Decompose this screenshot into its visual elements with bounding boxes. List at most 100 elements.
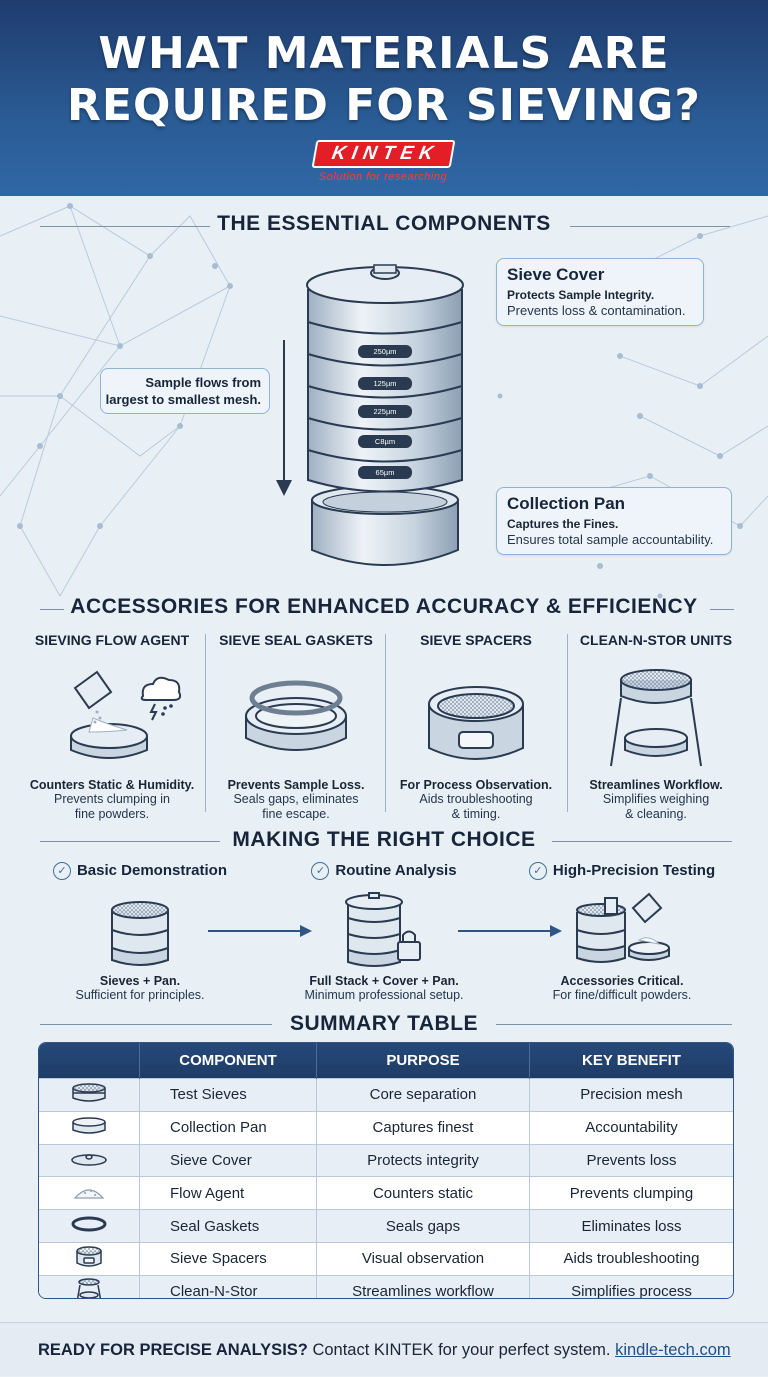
sieve-label-1: 250µm: [373, 347, 396, 356]
title-line-2: REQUIRED FOR SIEVING?: [67, 80, 701, 131]
accessory-flow-agent: SIEVING FLOW AGENT Counters Static & Hum…: [22, 632, 202, 822]
accessory-desc-1: Simplifies weighing: [602, 792, 710, 806]
logo-tagline: Solution for researching: [318, 171, 448, 183]
flow-agent-icon: [39, 1176, 140, 1210]
accessories-stack-icon: [512, 890, 732, 970]
purpose-cell: Visual observation: [316, 1241, 530, 1276]
footer-cta: READY FOR PRECISE ANALYSIS? Contact KINT…: [0, 1322, 768, 1376]
accessory-title: SIEVING FLOW AGENT: [34, 632, 190, 648]
summary-table: COMPONENT PURPOSE KEY BENEFIT Test Sieve…: [38, 1042, 734, 1299]
full-stack-lock-icon: [274, 890, 494, 970]
collection-pan-callout: Collection Pan Captures the Fines. Ensur…: [496, 487, 732, 555]
accessory-subtitle: Counters Static & Humidity.: [29, 778, 195, 792]
right-arrow-icon: [208, 925, 312, 937]
down-arrow-icon: [276, 340, 292, 496]
component-cell: Sieve Spacers: [139, 1241, 317, 1276]
choice-subtitle: Full Stack + Cover + Pan.: [309, 974, 459, 988]
accessory-subtitle: Prevents Sample Loss.: [227, 778, 365, 792]
kintek-logo: KINTEK Solution for researching: [298, 140, 468, 190]
sieve-cover-icon: [39, 1143, 140, 1177]
accessory-subtitle: For Process Observation.: [399, 778, 553, 792]
seal-gasket-icon: [39, 1209, 140, 1243]
benefit-column-header: KEY BENEFIT: [529, 1043, 733, 1079]
benefit-cell: Accountability: [529, 1110, 733, 1145]
benefit-cell: Aids troubleshooting: [529, 1241, 733, 1276]
accessory-clean-n-stor: CLEAN-N-STOR UNITS Streamlines Workflow.…: [566, 632, 746, 822]
accessory-desc-2: fine escape.: [262, 807, 330, 821]
accessory-title: SIEVE SEAL GASKETS: [219, 632, 373, 648]
sample-flow-note: Sample flows from largest to smallest me…: [100, 368, 270, 414]
purpose-cell: Seals gaps: [316, 1209, 530, 1243]
accessory-desc-2: & cleaning.: [625, 807, 687, 821]
accessory-seal-gaskets: SIEVE SEAL GASKETS Prevents Sample Loss.…: [206, 632, 386, 822]
sieve-stack-illustration: 250µm 125µm 225µm C8µm 65µm: [306, 264, 464, 566]
section-title-essential: THE ESSENTIAL COMPONENTS: [40, 212, 728, 236]
flow-agent-icon: [22, 658, 202, 774]
benefit-cell: Prevents loss: [529, 1143, 733, 1177]
table-row: Flow Agent Counters static Prevents clum…: [39, 1176, 733, 1210]
choice-routine: ✓ Routine Analysis Full Stack + Cover + P…: [274, 862, 494, 1002]
table-row: Seal Gaskets Seals gaps Eliminates loss: [39, 1209, 733, 1243]
accessory-title: SIEVE SPACERS: [420, 632, 532, 648]
sieve-label-4: C8µm: [375, 437, 395, 446]
table-row: Sieve Spacers Visual observation Aids tr…: [39, 1241, 733, 1276]
checkmark-icon: ✓: [52, 862, 71, 880]
clean-n-stor-icon: [39, 1274, 140, 1298]
benefit-cell: Simplifies process: [529, 1274, 733, 1298]
component-cell: Test Sieves: [139, 1078, 317, 1112]
table-header-row: COMPONENT PURPOSE KEY BENEFIT: [39, 1043, 733, 1079]
footer-text: Contact KINTEK for your perfect system.: [312, 1341, 611, 1359]
purpose-cell: Streamlines workflow: [316, 1274, 530, 1298]
benefit-cell: Eliminates loss: [529, 1209, 733, 1243]
choice-title: Basic Demonstration: [76, 862, 228, 879]
choice-subtitle: Accessories Critical.: [560, 974, 684, 988]
accessory-desc-1: Seals gaps, eliminates: [233, 792, 359, 806]
spacer-icon: [386, 658, 566, 774]
right-arrow-icon: [458, 925, 562, 937]
accessory-sieve-spacers: SIEVE SPACERS For Process Observation. A…: [386, 632, 566, 822]
table-row: Sieve Cover Protects integrity Prevents …: [39, 1143, 733, 1177]
section-title-choice: MAKING THE RIGHT CHOICE: [40, 828, 728, 852]
accessory-subtitle: Streamlines Workflow.: [589, 778, 723, 792]
purpose-cell: Core separation: [316, 1078, 530, 1112]
test-sieve-icon: [39, 1078, 140, 1112]
component-cell: Sieve Cover: [139, 1143, 317, 1177]
callout-subtitle: Protects Sample Integrity.: [507, 288, 655, 302]
sieve-cover-callout: Sieve Cover Protects Sample Integrity. P…: [496, 258, 704, 326]
clean-n-stor-icon: [566, 658, 746, 774]
title-line-1: WHAT MATERIALS ARE: [98, 28, 670, 79]
component-cell: Flow Agent: [139, 1176, 317, 1210]
choice-title: High-Precision Testing: [552, 862, 716, 879]
choice-desc: Sufficient for principles.: [75, 988, 205, 1002]
sieve-label-3: 225µm: [373, 407, 396, 416]
sieve-label-5: 65µm: [376, 468, 395, 477]
component-cell: Clean-N-Stor: [139, 1274, 317, 1298]
checkmark-icon: ✓: [528, 862, 547, 880]
section-title-summary: SUMMARY TABLE: [40, 1012, 728, 1036]
website-link[interactable]: kindle-tech.com: [615, 1341, 731, 1359]
footer-cta-heading: READY FOR PRECISE ANALYSIS?: [38, 1341, 308, 1359]
benefit-cell: Prevents clumping: [529, 1176, 733, 1210]
benefit-cell: Precision mesh: [529, 1078, 733, 1112]
icon-column-header: [39, 1043, 140, 1079]
callout-desc: Prevents loss & contamination.: [507, 303, 686, 318]
accessory-desc-2: fine powders.: [74, 807, 150, 821]
purpose-cell: Counters static: [316, 1176, 530, 1210]
component-column-header: COMPONENT: [139, 1043, 317, 1079]
choice-desc: Minimum professional setup.: [304, 988, 464, 1002]
accessory-desc-2: & timing.: [451, 807, 501, 821]
table-row: Clean-N-Stor Streamlines workflow Simpli…: [39, 1274, 733, 1298]
purpose-cell: Protects integrity: [316, 1143, 530, 1177]
collection-pan-icon: [39, 1110, 140, 1145]
sample-flow-line-1: Sample flows from: [145, 375, 261, 390]
callout-subtitle: Captures the Fines.: [507, 517, 619, 531]
page-header: WHAT MATERIALS ARE REQUIRED FOR SIEVING?…: [0, 0, 768, 196]
gasket-icon: [206, 658, 386, 774]
choice-high-precision: ✓ High-Precision Testing Accessories Crit…: [512, 862, 732, 1002]
choice-desc: For fine/difficult powders.: [552, 988, 692, 1002]
choice-basic: ✓Basic Demonstration Sieves + Pan. Suffi…: [30, 862, 250, 1002]
choice-title: Routine Analysis: [335, 862, 457, 879]
callout-title: Sieve Cover: [507, 265, 605, 284]
checkmark-icon: ✓: [311, 862, 330, 880]
callout-desc: Ensures total sample accountability.: [507, 532, 714, 547]
